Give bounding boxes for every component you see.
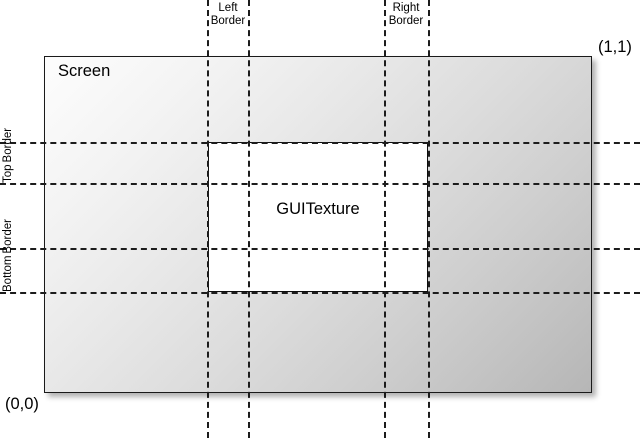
right-border-label: Right Border [384,2,428,28]
guide-line-bottom-border-inner [0,248,640,250]
guide-line-right-border-outer [428,0,430,438]
guide-line-bottom-border-outer [0,292,640,294]
guide-line-right-border-inner [384,0,386,438]
left-border-label-line1: Left [218,2,238,14]
left-border-label-line2: Border [210,15,246,27]
guide-line-left-border-inner [248,0,250,438]
left-border-label: Left Border [208,2,248,28]
screen-label: Screen [58,62,111,80]
guitexture-rectangle [208,142,428,292]
right-border-label-line2: Border [388,15,424,27]
top-border-label: Top Border [2,128,15,183]
coordinate-bottom-left: (0,0) [5,395,39,413]
guide-line-top-border-outer [0,142,640,144]
right-border-label-line1: Right [392,2,420,14]
top-border-label-line2: Border [2,127,14,163]
coordinate-top-right: (1,1) [598,38,632,56]
guitexture-label: GUITexture [276,200,360,218]
bottom-border-label-line2: Border [2,219,14,254]
guide-line-top-border-inner [0,183,640,185]
bottom-border-label: Bottom Border [2,219,15,292]
top-border-label-line1: Top [2,164,14,183]
bottom-border-label-line1: Bottom [2,255,14,292]
guide-line-left-border-outer [207,0,209,438]
